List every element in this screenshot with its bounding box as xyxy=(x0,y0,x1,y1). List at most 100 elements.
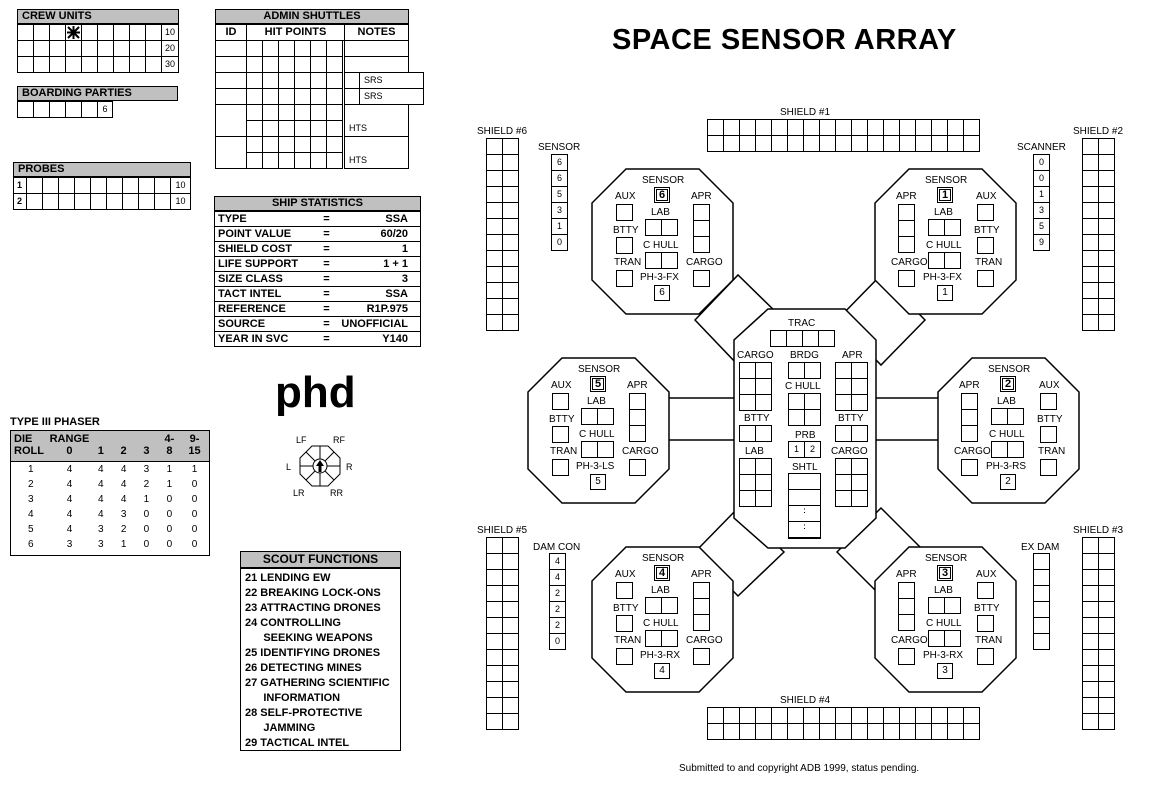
pod-tran-box[interactable] xyxy=(552,459,569,476)
pod-apr-box[interactable] xyxy=(693,598,710,615)
shield-4-box[interactable] xyxy=(723,723,740,740)
shield-1-box[interactable] xyxy=(819,135,836,152)
shield-1-box[interactable] xyxy=(723,119,740,136)
shield-1-box[interactable] xyxy=(883,119,900,136)
shield-4-box[interactable] xyxy=(899,707,916,724)
shield-2-box[interactable] xyxy=(1098,250,1115,267)
hub-brdg-box[interactable] xyxy=(788,362,805,379)
shield-2-box[interactable] xyxy=(1082,234,1099,251)
shield-6-box[interactable] xyxy=(486,202,503,219)
shield-6-box[interactable] xyxy=(502,138,519,155)
pod-tran-box[interactable] xyxy=(616,648,633,665)
hub-apr-box[interactable] xyxy=(835,378,852,395)
shield-1-box[interactable] xyxy=(931,119,948,136)
hub-cargo-box[interactable] xyxy=(755,378,772,395)
hub-btty-box[interactable] xyxy=(739,425,756,442)
hub-cargo-box[interactable] xyxy=(755,394,772,411)
shield-6-box[interactable] xyxy=(502,170,519,187)
shield-5-box[interactable] xyxy=(502,569,519,586)
shield-5-box[interactable] xyxy=(502,553,519,570)
shield-6-box[interactable] xyxy=(502,234,519,251)
shield-1-box[interactable] xyxy=(835,119,852,136)
shield-2-box[interactable] xyxy=(1098,202,1115,219)
hub-chull-box[interactable] xyxy=(788,409,805,426)
scanner-track-box[interactable]: 0 xyxy=(1033,154,1050,171)
shield-3-box[interactable] xyxy=(1098,569,1115,586)
exdam-track-box[interactable] xyxy=(1033,633,1050,650)
hub-prb-box[interactable]: 2 xyxy=(804,441,821,458)
damcon-track-box[interactable]: 2 xyxy=(549,601,566,618)
shield-5-box[interactable] xyxy=(486,649,503,666)
shield-2-box[interactable] xyxy=(1098,266,1115,283)
pod-apr-box[interactable] xyxy=(898,598,915,615)
sensor-track-box[interactable]: 6 xyxy=(551,170,568,187)
pod-apr-box[interactable] xyxy=(693,614,710,631)
pod-aux-box[interactable] xyxy=(1040,393,1057,410)
shield-1-box[interactable] xyxy=(723,135,740,152)
shield-2-box[interactable] xyxy=(1098,282,1115,299)
shield-6-box[interactable] xyxy=(486,234,503,251)
shield-2-box[interactable] xyxy=(1082,138,1099,155)
shield-6-box[interactable] xyxy=(502,218,519,235)
hub-lab-box[interactable] xyxy=(755,474,772,491)
shield-2-box[interactable] xyxy=(1098,234,1115,251)
shuttle-note[interactable]: HTS xyxy=(344,136,409,169)
shield-6-box[interactable] xyxy=(486,138,503,155)
shield-3-box[interactable] xyxy=(1082,633,1099,650)
shield-2-box[interactable] xyxy=(1082,154,1099,171)
shield-1-box[interactable] xyxy=(771,119,788,136)
shield-1-box[interactable] xyxy=(851,119,868,136)
shield-6-box[interactable] xyxy=(502,266,519,283)
shield-3-box[interactable] xyxy=(1098,713,1115,730)
hub-cargo-box[interactable] xyxy=(739,362,756,379)
shield-3-box[interactable] xyxy=(1098,697,1115,714)
shield-5-box[interactable] xyxy=(502,601,519,618)
shield-6-box[interactable] xyxy=(502,282,519,299)
pod-apr-box[interactable] xyxy=(961,409,978,426)
pod-tran-box[interactable] xyxy=(977,648,994,665)
shield-5-box[interactable] xyxy=(502,633,519,650)
pod-sensor-box[interactable]: 5 xyxy=(590,376,606,392)
shield-1-box[interactable] xyxy=(915,119,932,136)
hub-lab-box[interactable] xyxy=(739,474,756,491)
shield-1-box[interactable] xyxy=(963,135,980,152)
shield-1-box[interactable] xyxy=(739,135,756,152)
shield-2-box[interactable] xyxy=(1082,202,1099,219)
pod-chull-box[interactable] xyxy=(1007,441,1024,458)
pod-btty-box[interactable] xyxy=(552,426,569,443)
hub-shuttle-bay[interactable]: ⋮⋮ xyxy=(788,473,821,539)
shield-4-box[interactable] xyxy=(707,723,724,740)
hub-apr-box[interactable] xyxy=(851,362,868,379)
pod-chull-box[interactable] xyxy=(991,441,1008,458)
shield-1-box[interactable] xyxy=(739,119,756,136)
pod-chull-box[interactable] xyxy=(661,252,678,269)
pod-lab-box[interactable] xyxy=(928,597,945,614)
shield-3-box[interactable] xyxy=(1082,697,1099,714)
scanner-track-box[interactable]: 5 xyxy=(1033,218,1050,235)
shield-3-box[interactable] xyxy=(1082,649,1099,666)
hub-prb-box[interactable]: 1 xyxy=(788,441,805,458)
shield-5-box[interactable] xyxy=(502,697,519,714)
hub-apr-box[interactable] xyxy=(835,362,852,379)
shield-1-box[interactable] xyxy=(915,135,932,152)
shield-6-box[interactable] xyxy=(486,170,503,187)
hub-cargo-box[interactable] xyxy=(755,362,772,379)
hub-apr-box[interactable] xyxy=(835,394,852,411)
pod-chull-box[interactable] xyxy=(928,252,945,269)
shield-4-box[interactable] xyxy=(963,723,980,740)
shield-1-box[interactable] xyxy=(947,135,964,152)
shield-1-box[interactable] xyxy=(883,135,900,152)
shield-6-box[interactable] xyxy=(502,186,519,203)
pod-tran-box[interactable] xyxy=(616,270,633,287)
shield-1-box[interactable] xyxy=(963,119,980,136)
hub-lab-box[interactable] xyxy=(755,490,772,507)
pod-lab-box[interactable] xyxy=(1007,408,1024,425)
shield-3-box[interactable] xyxy=(1082,585,1099,602)
shield-4-box[interactable] xyxy=(819,723,836,740)
shield-4-box[interactable] xyxy=(867,707,884,724)
damcon-track-box[interactable]: 2 xyxy=(549,617,566,634)
pod-lab-box[interactable] xyxy=(645,597,662,614)
hub-btty-box[interactable] xyxy=(755,425,772,442)
shield-2-box[interactable] xyxy=(1098,170,1115,187)
pod-aux-box[interactable] xyxy=(977,582,994,599)
